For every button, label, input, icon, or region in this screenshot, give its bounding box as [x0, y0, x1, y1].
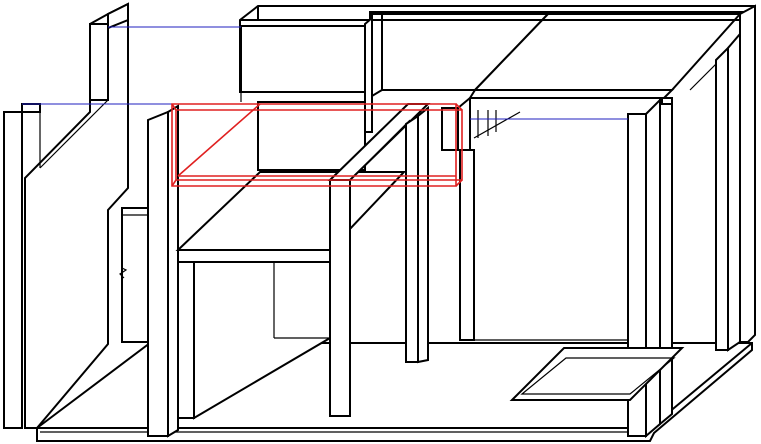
left-wall[interactable] [3, 2, 129, 429]
selection-box[interactable] [171, 103, 463, 187]
upper-room-block[interactable] [240, 15, 373, 171]
left-inner-recess[interactable] [119, 207, 149, 343]
center-divider-wall[interactable] [327, 103, 431, 417]
front-left-post[interactable] [147, 104, 179, 438]
center-right-room[interactable] [441, 89, 675, 341]
guide-lines [22, 26, 628, 120]
zigzag-break-icon [119, 267, 128, 279]
right-end-wall[interactable] [689, 4, 756, 352]
floor-opening[interactable] [509, 347, 685, 401]
